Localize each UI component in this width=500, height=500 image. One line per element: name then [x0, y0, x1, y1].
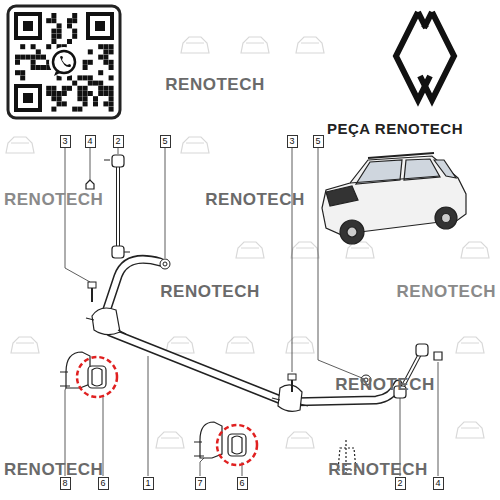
watermark-icon [226, 337, 254, 353]
link-rods [86, 155, 442, 398]
watermark-text: RENOTECH [4, 460, 103, 480]
watermark-icon [461, 242, 489, 258]
callout-number: 1 [145, 478, 150, 488]
watermark-text: RENOTECH [335, 375, 434, 395]
callout-number: 5 [162, 136, 167, 146]
brand-caption: PEÇA RENOTECH [327, 120, 463, 137]
watermark-text: RENOTECH [397, 282, 496, 302]
loose-brackets [60, 352, 356, 476]
callout-number: 6 [100, 478, 105, 488]
callout-number: 2 [115, 136, 120, 146]
leader-lines [65, 148, 438, 476]
watermark-icon [296, 37, 324, 53]
watermark-icon [456, 337, 484, 353]
callout-box: 4 [85, 135, 96, 148]
callout-number: 5 [315, 136, 320, 146]
callout-number: 6 [239, 478, 244, 488]
callout-box: 6 [237, 477, 248, 490]
callout-box: 3 [287, 135, 298, 148]
callout-box: 2 [113, 135, 124, 148]
callout-box: 3 [60, 135, 71, 148]
watermark-icon [286, 337, 314, 353]
watermark-text: RENOTECH [328, 460, 427, 480]
watermark-icon [241, 37, 269, 53]
watermark-text: RENOTECH [165, 75, 264, 95]
bar-bushings [86, 308, 308, 411]
callout-number: 4 [435, 478, 440, 488]
watermark-text: RENOTECH [4, 190, 103, 210]
callout-number: 2 [397, 478, 402, 488]
watermark-icon [456, 422, 484, 438]
callout-box: 4 [433, 477, 444, 490]
watermark-icon [166, 337, 194, 353]
callout-box: 1 [143, 477, 154, 490]
callout-box: 5 [160, 135, 171, 148]
qr-code [8, 6, 120, 118]
watermark-icon [181, 137, 209, 153]
callout-number: 3 [289, 136, 294, 146]
brand-logo [396, 12, 454, 100]
callout-box: 7 [195, 477, 206, 490]
callout-box: 5 [313, 135, 324, 148]
callout-number: 7 [197, 478, 202, 488]
callout-number: 3 [62, 136, 67, 146]
watermark-icon [236, 242, 264, 258]
watermark-icon [11, 337, 39, 353]
watermark-text: RENOTECH [205, 190, 304, 210]
watermark-icon [291, 242, 319, 258]
watermark-icon [286, 432, 314, 448]
watermark-icon [181, 37, 209, 53]
watermark-icon [156, 432, 184, 448]
callout-number: 8 [62, 478, 67, 488]
car-image [322, 153, 466, 244]
watermark-text: RENOTECH [160, 282, 259, 302]
highlight-circles [77, 357, 257, 465]
bolts [88, 259, 371, 392]
callout-number: 4 [87, 136, 92, 146]
watermark-icon [6, 137, 34, 153]
